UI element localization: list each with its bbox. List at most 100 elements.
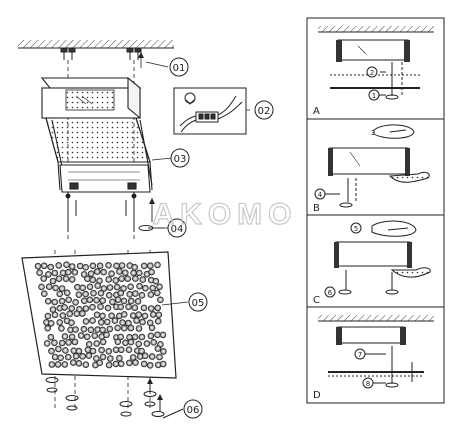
nozzle [70,359,77,366]
nozzle [154,345,162,352]
nozzle [65,296,72,304]
nozzle [111,317,119,324]
nozzle [105,276,112,283]
nozzle [89,303,96,311]
nozzle [154,261,161,269]
callout-05: 05 [188,292,208,312]
nozzle [159,360,167,368]
nozzle [117,360,125,368]
panel-a-letter: A [313,106,320,117]
nozzle [133,317,140,324]
nozzle [36,269,43,277]
nozzle [55,345,62,353]
nozzle [38,283,45,291]
nozzle [47,319,55,327]
nozzle [127,297,135,305]
nozzle [58,325,65,332]
nozzle [154,331,161,339]
nozzle [104,318,111,326]
callout-02-label: 02 [258,106,271,117]
watermark: AKOMO [153,198,298,231]
nozzle [136,282,143,290]
nozzle [80,325,88,333]
nozzle [96,262,104,270]
nozzle [108,312,115,320]
nozzle [56,319,64,326]
nozzle [135,311,142,319]
nozzle [72,352,80,360]
nozzle [68,305,75,312]
nozzle [152,277,160,285]
nozzle [86,283,94,291]
nozzle [93,340,100,347]
nozzle [120,311,128,318]
nozzle [58,285,66,292]
nozzle [160,348,167,355]
nozzle [98,346,105,354]
panel-b-step-4: 4 [318,191,323,199]
nozzle [68,333,76,341]
nozzle [65,268,72,276]
nozzle [105,291,113,299]
nozzle [65,339,72,346]
nozzle [155,311,163,319]
nozzle [139,276,147,283]
panel-b-letter: B [313,203,320,214]
nozzle [136,269,143,277]
nozzle [105,361,113,369]
nozzle [150,311,157,318]
nozzle [72,326,79,333]
nozzle [94,282,101,290]
nozzle [89,276,97,284]
callout-05-label: 05 [192,298,205,309]
nozzle [58,339,66,347]
nozzle [47,263,55,271]
callout-01-label: 01 [173,63,186,74]
nozzle [51,339,58,347]
nozzle [104,304,112,312]
nozzle [122,339,129,347]
nozzle [66,310,73,318]
nozzle [45,271,52,278]
nozzle [82,263,89,271]
nozzle [99,353,107,361]
nozzle [87,326,95,334]
nozzle [51,311,59,319]
nozzle [64,353,72,361]
nozzle [99,312,106,320]
nozzle [154,289,161,297]
bottom-fasteners [45,377,184,419]
nozzle [117,303,124,311]
nozzle [120,297,128,305]
nozzle [150,338,157,346]
nozzle [63,261,70,269]
nozzle [147,291,155,298]
nozzle [54,361,62,368]
nozzle [146,361,154,369]
nozzle [147,332,155,340]
nozzle [105,347,113,355]
nozzle [116,268,123,275]
nozzle [82,290,89,298]
nozzle [90,289,97,297]
nozzle [75,347,83,355]
nozzle [118,346,125,354]
nozzle [51,269,59,277]
nozzle [61,361,69,368]
nozzle [100,268,107,276]
nozzle [138,291,146,299]
nozzle [85,352,93,359]
panel-d-letter: D [313,390,321,401]
nozzle [99,338,107,346]
nozzle [77,332,85,339]
nozzle [116,354,123,362]
nozzle [61,304,68,311]
nozzle [132,290,139,297]
nozzle [142,284,149,292]
nozzle [139,318,146,326]
nozzle [44,312,52,320]
wiring-inset [173,87,247,135]
nozzle [143,340,151,347]
panel-d [306,306,445,404]
nozzle [56,290,64,298]
